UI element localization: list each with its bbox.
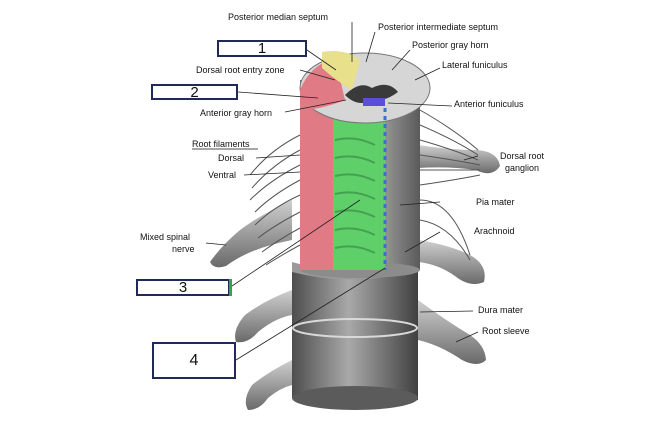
label-posterior-gray-horn: Posterior gray horn <box>412 40 489 50</box>
anterior-column-highlight <box>333 110 385 270</box>
answer-box-2-number: 2 <box>190 83 199 101</box>
label-posterior-intermediate-septum: Posterior intermediate septum <box>378 22 498 32</box>
label-dorsal-root-entry-zone: Dorsal root entry zone <box>196 65 285 75</box>
label-root-sleeve: Root sleeve <box>482 326 530 336</box>
label-arachnoid: Arachnoid <box>474 226 515 236</box>
label-mixed-spinal-nerve-2: nerve <box>172 244 195 254</box>
label-lateral-funiculus: Lateral funiculus <box>442 60 508 70</box>
label-dorsal-root-ganglion-1: Dorsal root <box>500 151 545 161</box>
label-dorsal: Dorsal <box>218 153 244 163</box>
answer-box-1-number: 1 <box>257 40 267 57</box>
answer-box-3[interactable]: 3 <box>136 279 232 296</box>
answer-box-2[interactable]: 2 <box>151 83 238 101</box>
dura-mater <box>292 262 418 410</box>
answer-box-4-number: 4 <box>189 351 199 369</box>
label-anterior-funiculus: Anterior funiculus <box>454 99 524 109</box>
label-pia-mater: Pia mater <box>476 197 515 207</box>
lateral-column-highlight <box>300 100 333 270</box>
root-filaments <box>249 109 481 266</box>
root-sleeve-right <box>418 145 500 364</box>
ventral-rootlets-over-cord <box>334 137 376 254</box>
label-root-filaments: Root filaments <box>192 139 250 149</box>
label-mixed-spinal-nerve-1: Mixed spinal <box>140 232 190 242</box>
label-ventral: Ventral <box>208 170 236 180</box>
leader-lines <box>205 22 479 361</box>
answer-box-4[interactable]: 4 <box>152 342 236 379</box>
cord-cross-section <box>299 51 431 124</box>
answer-box-1[interactable]: 1 <box>217 40 307 57</box>
label-dura-mater: Dura mater <box>478 305 523 315</box>
label-anterior-gray-horn: Anterior gray horn <box>200 108 272 118</box>
label-posterior-median-septum: Posterior median septum <box>228 12 328 22</box>
label-dorsal-root-ganglion-2: ganglion <box>505 163 539 173</box>
root-sleeve-left <box>210 200 292 410</box>
answer-box-3-number: 3 <box>178 279 188 296</box>
